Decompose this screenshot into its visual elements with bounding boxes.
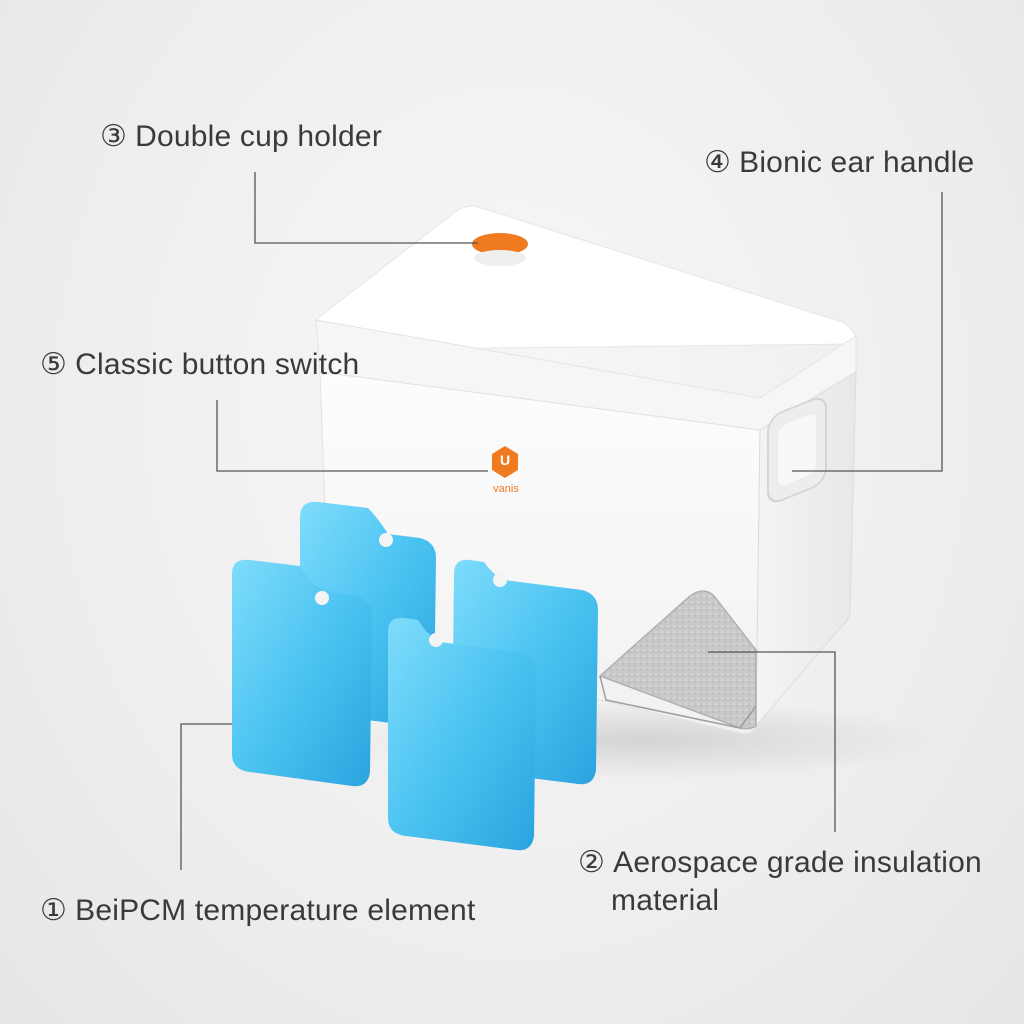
cooler-box: [315, 205, 857, 735]
leader-line-ear-handle: [792, 192, 943, 472]
brand-logo-letter: U: [499, 452, 511, 468]
callout-number: ④: [704, 146, 732, 179]
cooler-lid: [317, 205, 857, 351]
leader-line-button-switch: [216, 400, 488, 472]
callout-label: Double cup holder: [135, 120, 383, 153]
callout-label: Bionic ear handle: [739, 146, 975, 179]
ice-pack-cap: [315, 591, 329, 605]
ice-pack-cap: [429, 633, 443, 647]
insulation-edge: [599, 675, 757, 729]
callout-number: ①: [40, 894, 68, 927]
ear-handle[interactable]: [767, 394, 827, 505]
leader-lines: [180, 172, 943, 870]
ice-pack: [232, 559, 372, 787]
ice-packs: [232, 501, 598, 851]
cup-holder[interactable]: [472, 233, 528, 266]
insulation-cutaway: [598, 590, 757, 730]
callout-number: ⑤: [40, 348, 68, 381]
ice-pack-cap: [379, 533, 393, 547]
button-switch[interactable]: [492, 446, 518, 478]
callout-label: Classic button switch: [75, 348, 360, 381]
ice-pack: [388, 617, 536, 851]
callout-number: ②: [578, 846, 606, 879]
callout-label: BeiPCM temperature element: [75, 894, 476, 927]
callout-label-line2: material: [611, 884, 720, 917]
ice-pack-cap: [493, 573, 507, 587]
leader-line-cup-holder: [254, 172, 478, 244]
callout-number: ③: [100, 120, 128, 153]
leader-line-insulation: [708, 651, 836, 832]
brand-name: vanis: [493, 483, 519, 495]
callout-label-line1: Aerospace grade insulation: [613, 846, 982, 879]
